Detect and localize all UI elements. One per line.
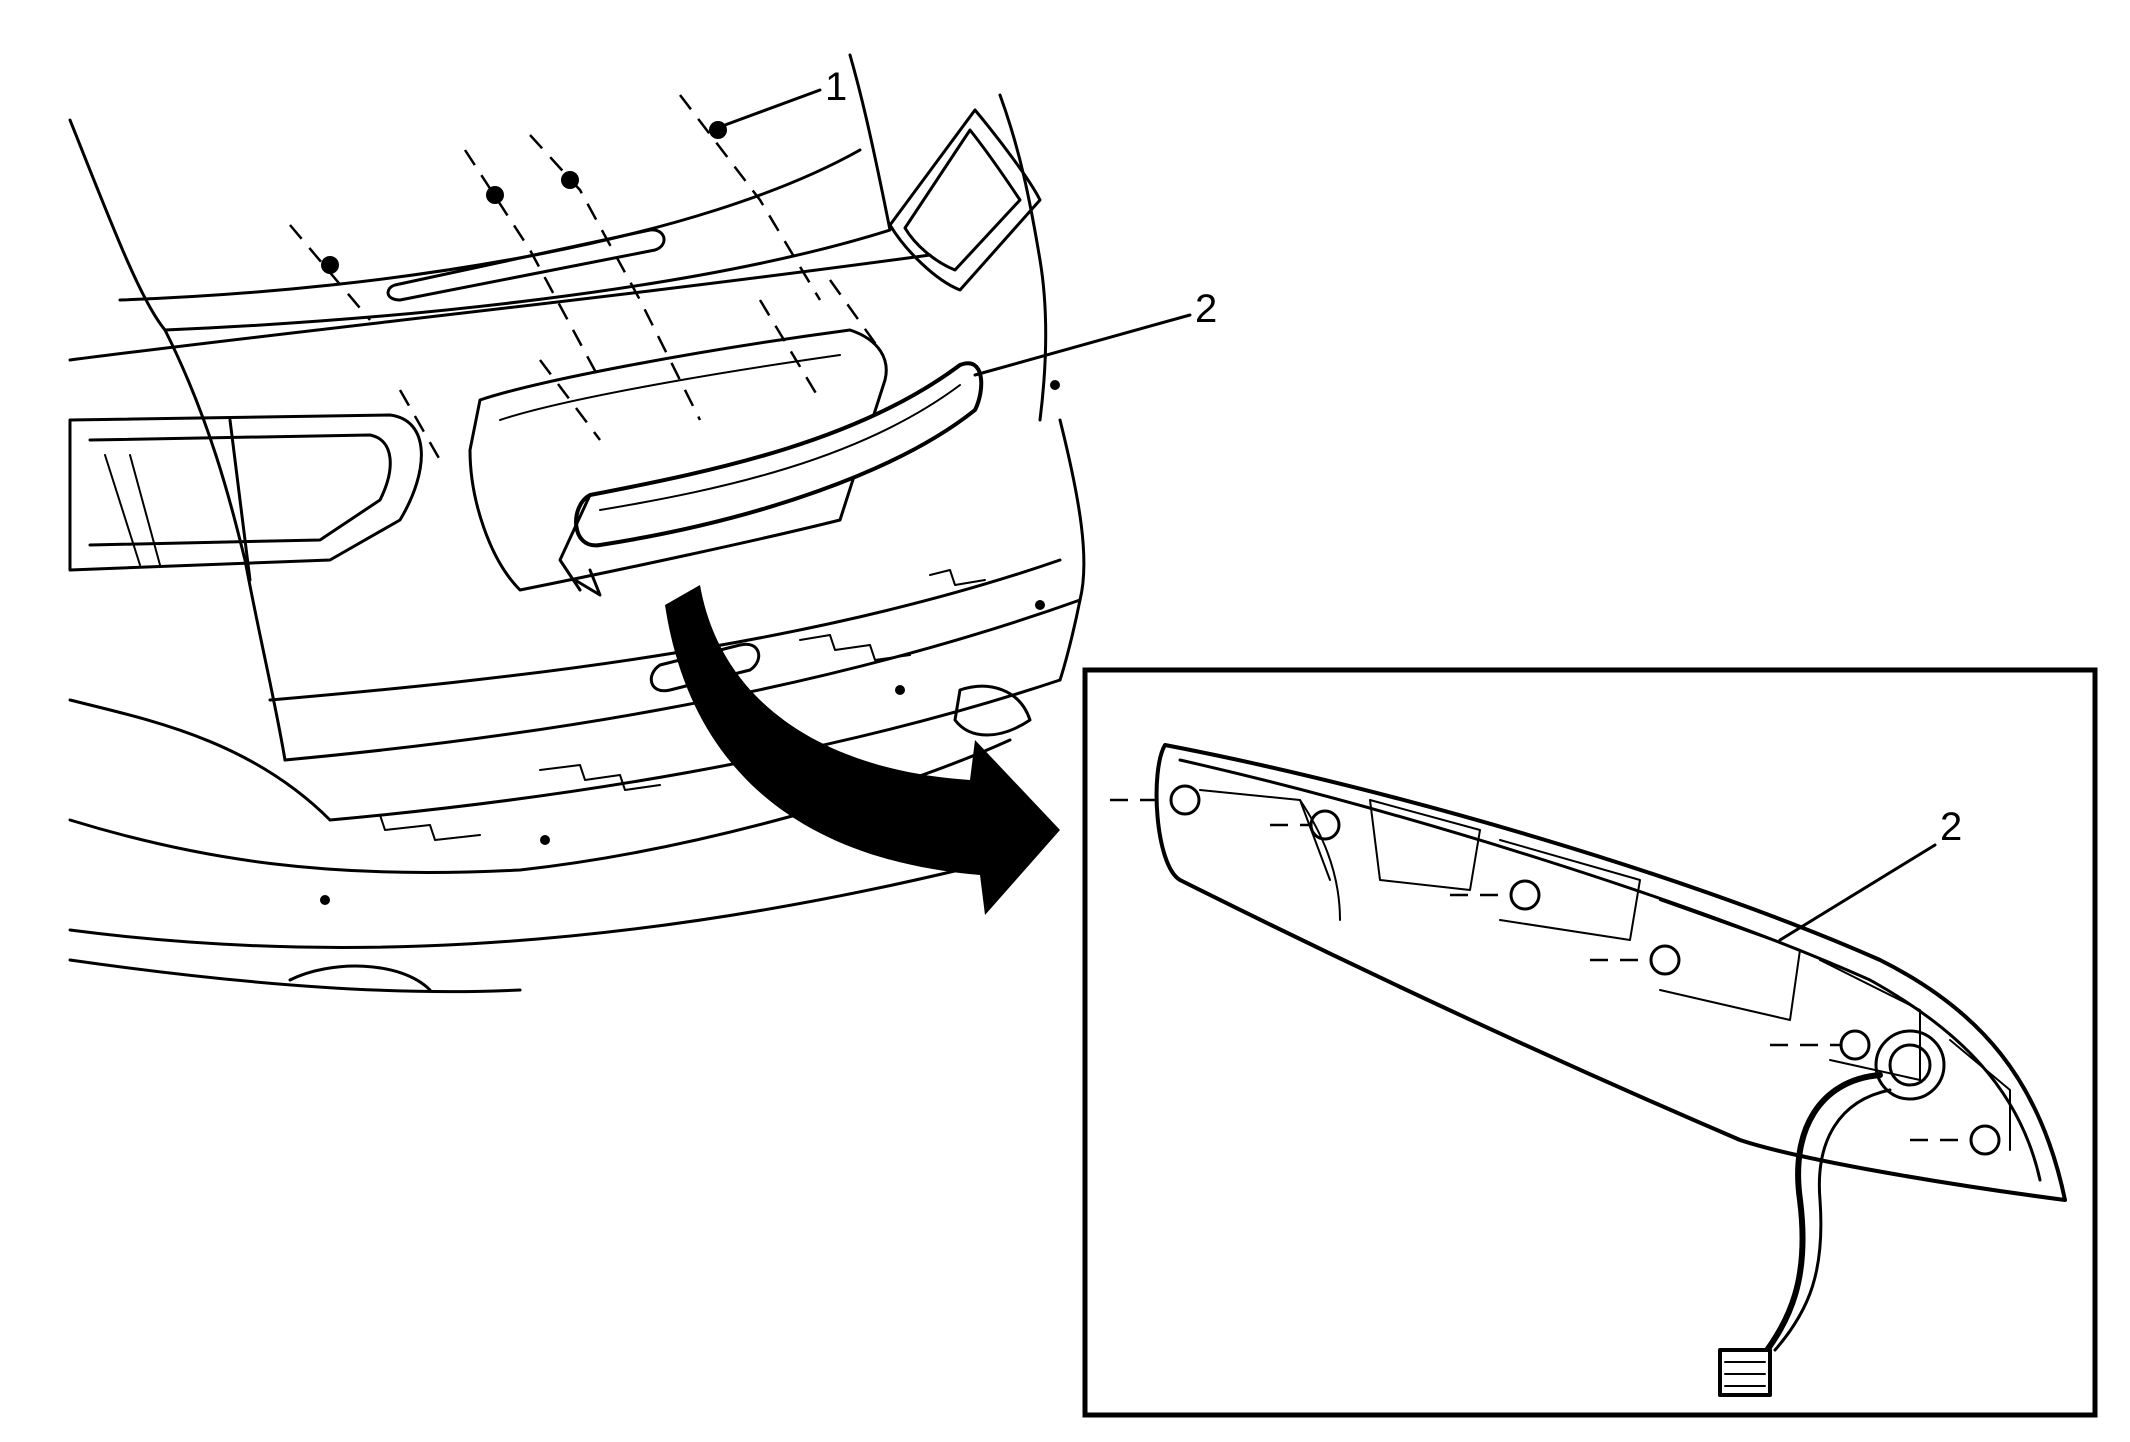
right-tail-lamp (888, 93, 1048, 422)
callout-2-lamp-detail: 2 (1940, 805, 1962, 849)
rear-wiper (386, 228, 666, 302)
bumper-step-pads (329, 569, 986, 841)
stud-dash-leaders (1110, 798, 1970, 1142)
left-tail-lamp (68, 413, 423, 582)
fastener-nuts (289, 88, 822, 461)
bulb-socket (1874, 1029, 1946, 1101)
vehicle-rear-view (68, 53, 1086, 994)
lamp-studs (1169, 784, 2001, 1156)
lamp-assembly-installed (539, 279, 1192, 597)
harness-connector (1718, 1348, 1772, 1397)
detail-view-arrow (665, 585, 1060, 915)
detail-inset (1082, 667, 2098, 1418)
callout-1-fastener: 1 (825, 65, 847, 109)
callout-2-lamp: 2 (1195, 287, 1217, 331)
wiring-harness (1718, 1072, 1892, 1397)
